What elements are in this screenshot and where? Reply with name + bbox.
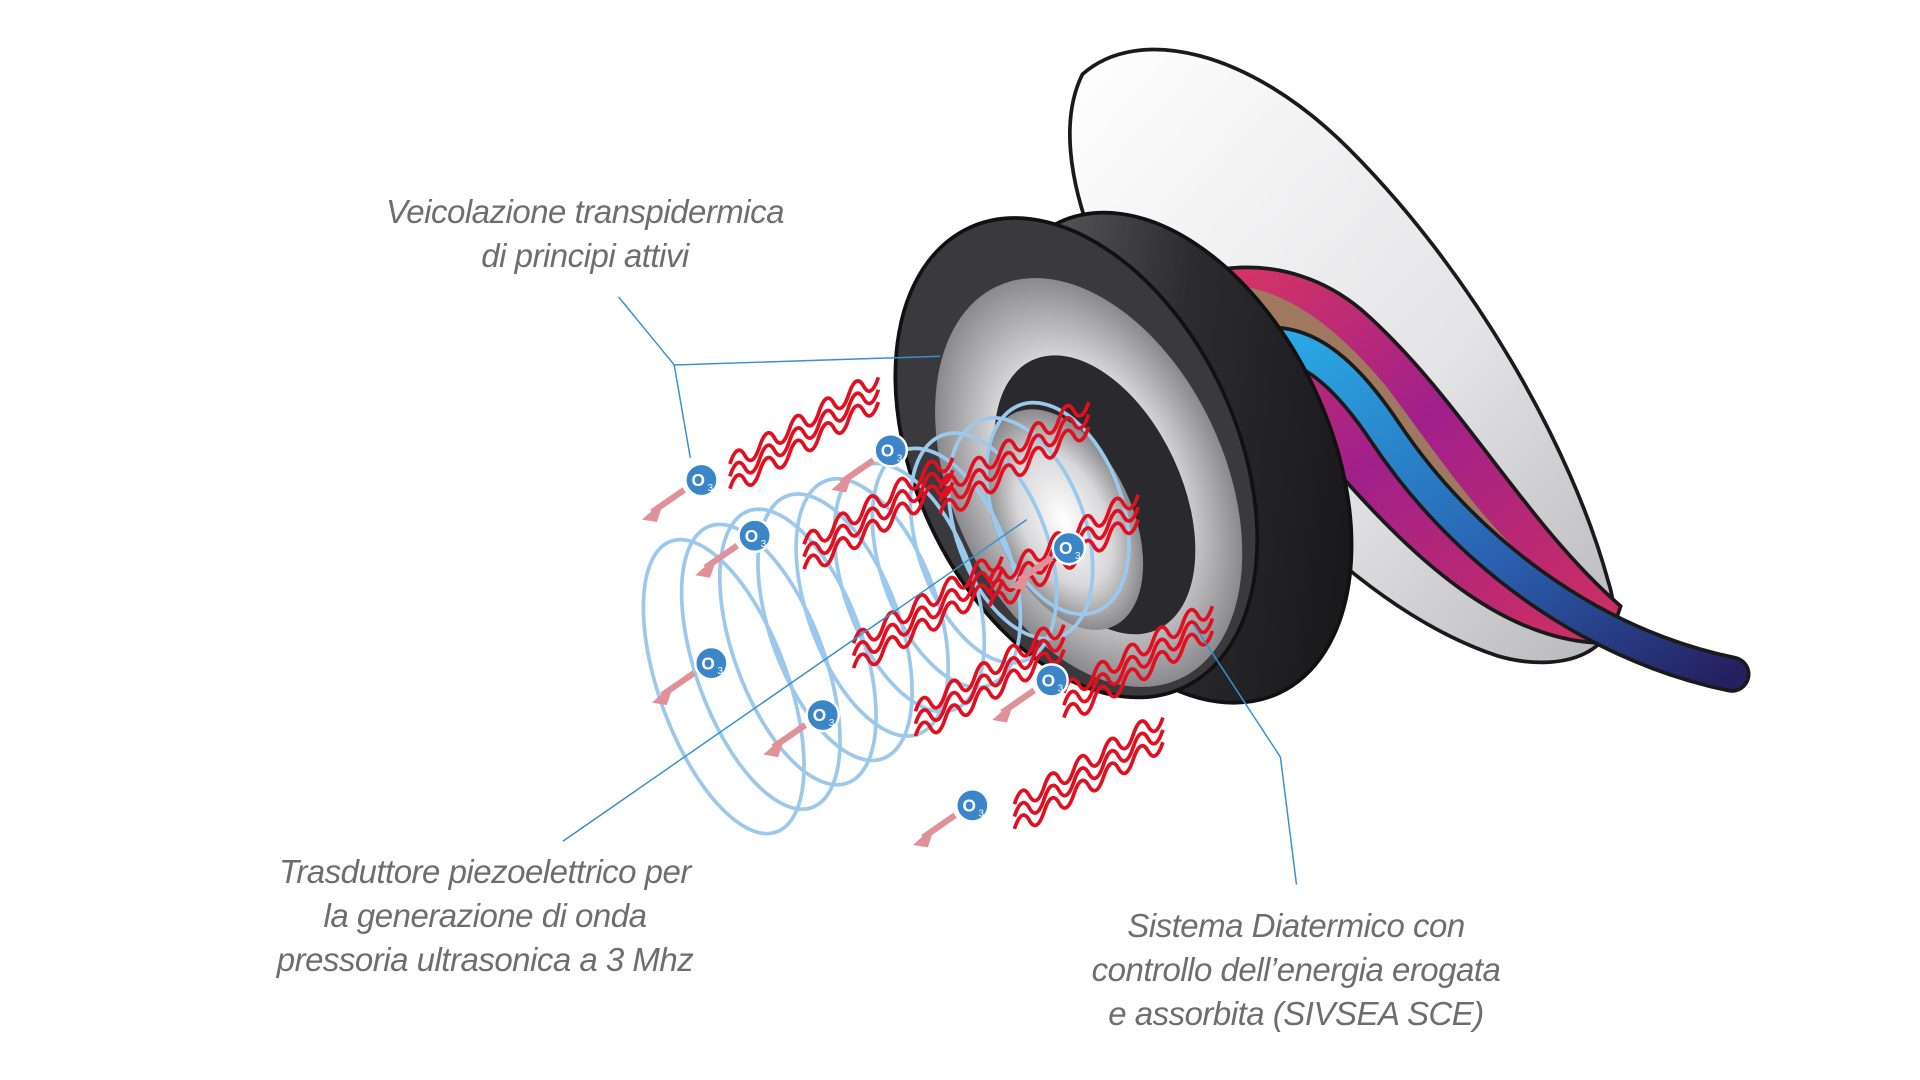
heat-wave: [728, 376, 881, 465]
transducer-head: [893, 210, 1354, 705]
ozone-badge: [684, 462, 719, 498]
ozone-badge: [873, 432, 909, 468]
leader-transdermal: [617, 296, 941, 458]
ozone-subscript: 3: [829, 718, 835, 729]
ozone-badge: [694, 645, 729, 681]
ozone-symbol: O: [813, 705, 826, 725]
heat-wave: [938, 413, 1091, 502]
arrow-head-icon: [1009, 567, 1032, 591]
ozone-subscript: 3: [897, 453, 903, 464]
ozone-subscript: 3: [979, 808, 985, 819]
ultrasonic-wave-coils: [641, 400, 1131, 836]
heat-wave: [728, 389, 881, 477]
arrow-head-icon: [651, 682, 675, 706]
label-line: pressoria ultrasonica a 3 Mhz: [276, 941, 694, 978]
ozone-symbol: O: [701, 653, 714, 673]
ozone-subscript: 3: [1075, 551, 1081, 562]
ozone-badge: [737, 518, 772, 553]
heat-wave: [1012, 716, 1165, 805]
label-line: e assorbita (SIVSEA SCE): [1108, 995, 1484, 1032]
coil-ring: [756, 492, 914, 763]
heat-wave: [1062, 605, 1215, 694]
ozone-badge: [1051, 530, 1087, 566]
heat-wave: [851, 580, 1004, 669]
heat-wave: [802, 469, 955, 558]
ozone-badge: [955, 788, 990, 823]
ozone-badge: [1034, 663, 1069, 698]
heat-wave: [1062, 617, 1215, 706]
arrow-head-icon: [992, 700, 1015, 723]
leader-lines: [562, 296, 1298, 885]
label-line: la generazione di onda: [323, 897, 647, 934]
ozone-subscript: 3: [1058, 684, 1064, 695]
heat-wave: [913, 648, 1066, 737]
ozone-symbol: O: [1042, 671, 1055, 691]
coil-ring: [984, 400, 1131, 617]
heat-wave: [1012, 729, 1165, 818]
heat-wave: [851, 568, 1004, 657]
arrow-head-icon: [642, 499, 665, 523]
heat-wave: [851, 556, 1004, 644]
coil-ring: [717, 507, 878, 787]
heat-wave: [802, 457, 955, 545]
label-line: Sistema Diatermico con: [1127, 907, 1465, 944]
heat-wave: [802, 481, 955, 570]
label-line: controllo dell’energia erogata: [1091, 951, 1501, 988]
ozone-symbol: O: [745, 526, 758, 546]
arrow-head-icon: [695, 555, 718, 578]
arrow-head-icon: [912, 825, 936, 848]
heat-waves: [728, 376, 1215, 830]
ozone-symbol: O: [1059, 538, 1072, 558]
leader-diathermic: [1193, 624, 1298, 885]
heat-wave: [1062, 630, 1215, 719]
arrow-head-icon: [763, 734, 786, 758]
heat-wave: [728, 401, 881, 490]
heat-wave: [938, 426, 1091, 515]
label-piezo-transducer: Trasduttore piezoelettrico per la genera…: [250, 850, 720, 982]
ozone-symbol: O: [962, 796, 975, 816]
heat-wave: [938, 401, 1091, 490]
coil-ring: [641, 537, 806, 836]
label-line: Veicolazione transpidermica: [386, 193, 785, 230]
leader-transducer: [562, 518, 1028, 842]
arrow-head-icon: [831, 470, 854, 493]
ozone-badge: [805, 697, 840, 733]
label-line: di principi attivi: [481, 237, 689, 274]
ozone-subscript: 3: [718, 666, 724, 677]
ozone-symbol: O: [881, 440, 894, 460]
coil-ring: [908, 431, 1059, 665]
ozone-subscript: 3: [761, 539, 767, 550]
label-line: Trasduttore piezoelettrico per: [279, 853, 691, 890]
label-transdermal-delivery: Veicolazione transpidermica di principi …: [360, 190, 810, 278]
coil-ring: [679, 522, 842, 812]
heat-wave: [913, 636, 1066, 725]
label-diathermic-system: Sistema Diatermico con controllo dell’en…: [1066, 904, 1526, 1036]
ozone-subscript: 3: [708, 483, 714, 494]
ozone-symbol: O: [692, 470, 705, 490]
heat-wave: [1012, 741, 1165, 830]
heat-wave: [913, 624, 1066, 712]
